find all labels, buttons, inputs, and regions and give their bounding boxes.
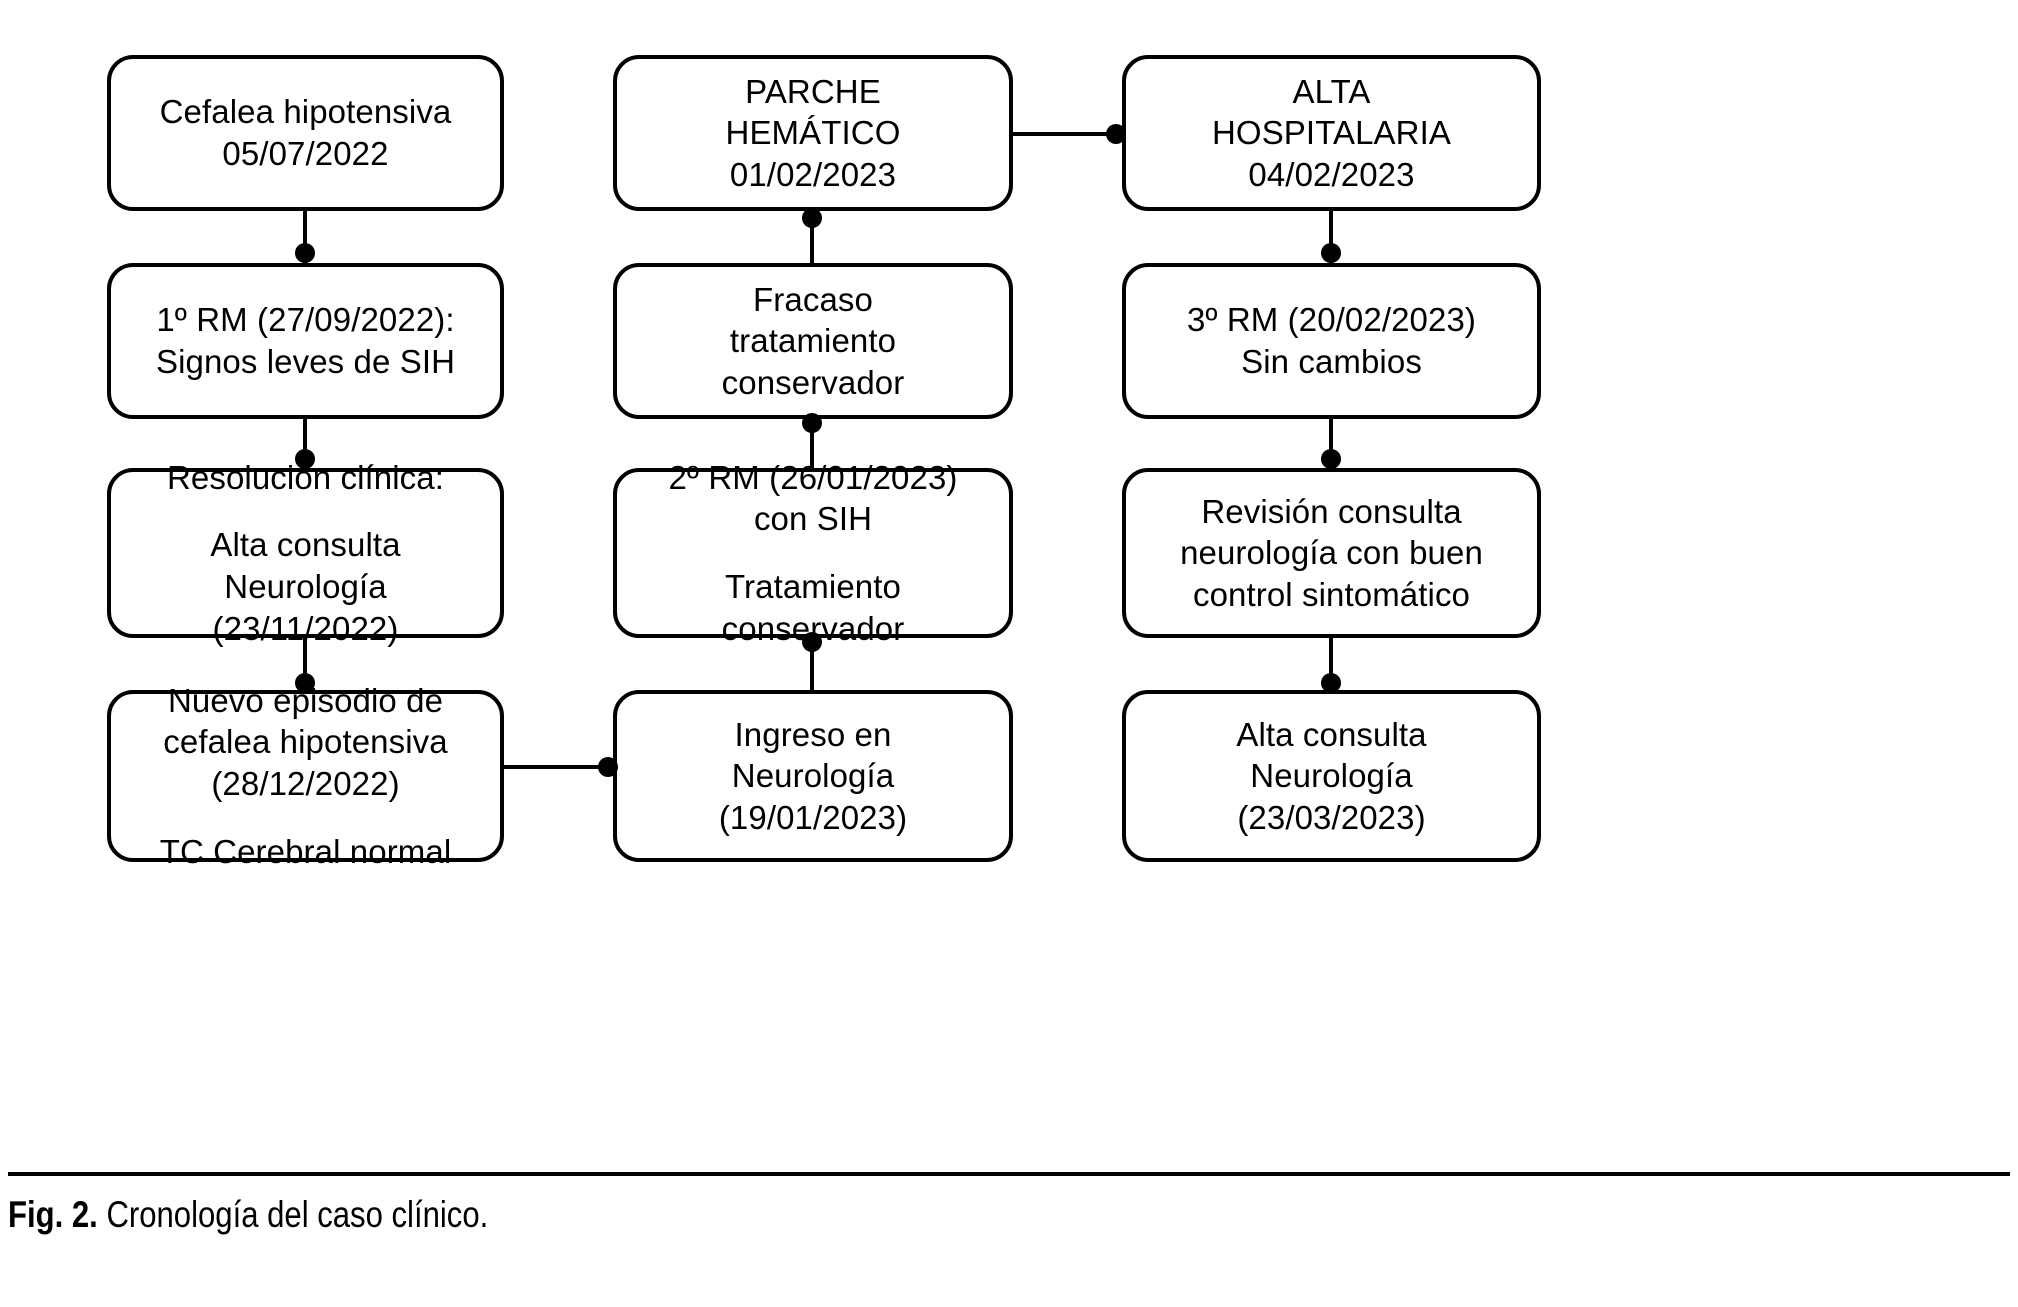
flow-node-resolucion-clinica[interactable]: Resolución clínica: Alta consulta Neurol… (107, 459, 504, 647)
node-line: PARCHE (745, 72, 881, 110)
node-line: ALTA (1292, 72, 1371, 110)
node-line: (28/12/2022) (211, 765, 400, 802)
node-line: cefalea hipotensiva (163, 723, 448, 761)
flow-node-fracaso-tratamiento[interactable]: Fracaso tratamiento conservador (613, 263, 1013, 419)
flow-node-parche-hematico[interactable]: PARCHE HEMÁTICO 01/02/2023 (613, 55, 1013, 211)
caption-divider (8, 1172, 2010, 1176)
connector-endpoint-dot (295, 449, 315, 469)
connector-n3-n4 (303, 638, 307, 690)
connector-n9-n10 (1329, 211, 1333, 263)
connector-endpoint-dot (802, 632, 822, 652)
connector-n4-n8 (504, 765, 614, 769)
node-line: Tratamiento (725, 568, 901, 605)
connector-endpoint-dot (1321, 243, 1341, 263)
connector-endpoint-dot (802, 208, 822, 228)
node-line: neurología con buen (1180, 534, 1483, 572)
connector-endpoint-dot (295, 673, 315, 693)
connector-n1-n2 (303, 211, 307, 263)
connector-endpoint-dot (802, 413, 822, 433)
node-line: (19/01/2023) (718, 798, 908, 836)
connector-endpoint-dot (1106, 124, 1126, 144)
flow-node-nuevo-episodio[interactable]: Nuevo episodio de cefalea hipotensiva (2… (107, 682, 504, 870)
node-line: 3º RM (20/02/2023) (1186, 301, 1476, 339)
connector-endpoint-dot (598, 757, 618, 777)
node-line: (23/11/2022) (212, 609, 399, 647)
node-line: Fracaso (753, 280, 873, 318)
node-line: Sin cambios (1241, 343, 1422, 380)
node-line: Neurología (224, 568, 387, 605)
flow-node-tercera-rm[interactable]: 3º RM (20/02/2023) Sin cambios (1122, 263, 1541, 419)
figure-caption-text: Cronología del caso clínico. (106, 1194, 489, 1235)
node-line: Neurología (731, 757, 895, 795)
node-line: control sintomático (1192, 575, 1471, 613)
node-line: Alta consulta (210, 526, 401, 564)
connector-endpoint-dot (1321, 673, 1341, 693)
node-line: con SIH (753, 500, 873, 538)
flow-node-ingreso-neurologia[interactable]: Ingreso en Neurología (19/01/2023) (613, 690, 1013, 862)
node-line: Neurología (1250, 757, 1413, 795)
connector-endpoint-dot (295, 243, 315, 263)
node-line: HOSPITALARIA (1212, 114, 1451, 152)
node-line: (23/03/2023) (1237, 798, 1426, 836)
flow-node-cefalea-hipotensiva[interactable]: Cefalea hipotensiva 05/07/2022 (107, 55, 504, 211)
node-line: Revisión consulta (1201, 492, 1462, 530)
connector-n11-n12 (1329, 638, 1333, 690)
node-line: Alta consulta (1236, 715, 1427, 753)
connector-endpoint-dot (1321, 449, 1341, 469)
node-line: 01/02/2023 (729, 155, 897, 193)
node-line: HEMÁTICO (725, 114, 901, 152)
node-line: Cefalea hipotensiva (159, 93, 452, 131)
connector-n5-n9 (1013, 132, 1123, 136)
connector-n2-n3 (303, 419, 307, 468)
flow-node-alta-hospitalaria[interactable]: ALTA HOSPITALARIA 04/02/2023 (1122, 55, 1541, 211)
flow-node-alta-consulta-final[interactable]: Alta consulta Neurología (23/03/2023) (1122, 690, 1541, 862)
flow-node-revision-consulta[interactable]: Revisión consulta neurología con buen co… (1122, 468, 1541, 638)
node-line: TC Cerebral normal (159, 832, 452, 870)
connector-n6-n5 (810, 211, 814, 263)
node-line: 1º RM (27/09/2022): (156, 301, 455, 339)
connector-n10-n11 (1329, 419, 1333, 468)
node-line: 2º RM (26/01/2023) (668, 458, 958, 496)
connector-n8-n7 (810, 638, 814, 690)
node-line: Ingreso en (734, 715, 892, 753)
node-line: tratamiento (729, 322, 897, 360)
node-line: 04/02/2023 (1248, 155, 1415, 193)
flow-node-segunda-rm[interactable]: 2º RM (26/01/2023) con SIH Tratamiento c… (613, 459, 1013, 647)
flow-node-primera-rm[interactable]: 1º RM (27/09/2022): Signos leves de SIH (107, 263, 504, 419)
node-line: Signos leves de SIH (155, 343, 456, 380)
node-line: conservador (721, 363, 905, 401)
node-line: 05/07/2022 (222, 135, 389, 172)
connector-n7-n6 (810, 419, 814, 468)
figure-caption-label: Fig. 2. (8, 1194, 98, 1235)
figure-caption: Fig. 2. Cronología del caso clínico. (8, 1192, 488, 1238)
